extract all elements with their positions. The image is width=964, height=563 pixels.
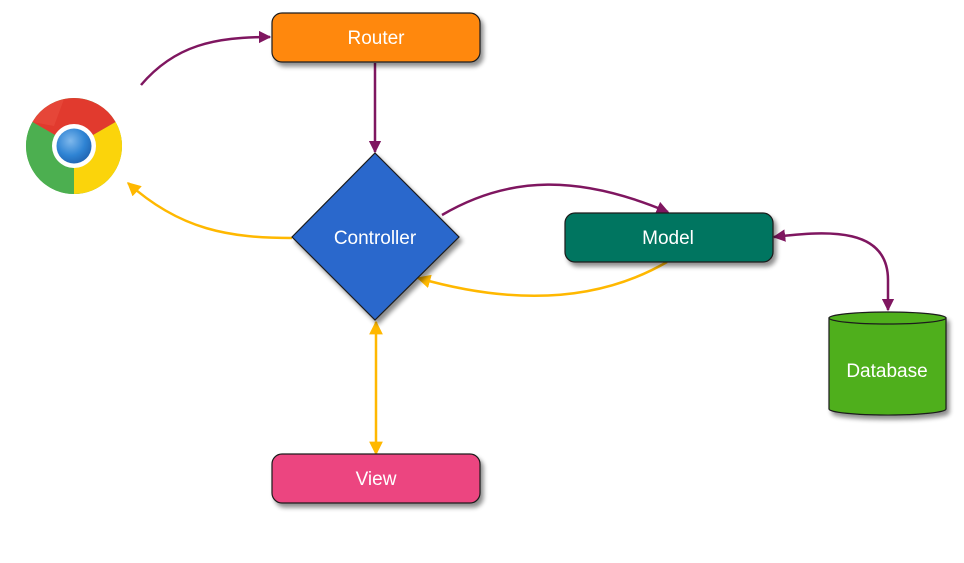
edge-model-to-controller xyxy=(416,260,668,297)
node-database xyxy=(828,311,947,416)
chrome-icon xyxy=(25,97,123,195)
node-browser xyxy=(25,97,123,195)
node-controller xyxy=(291,152,460,321)
edge-browser-to-router xyxy=(140,30,272,86)
node-database-label: Database xyxy=(846,361,927,382)
edge-controller-to-browser xyxy=(126,182,293,240)
node-model-label: Model xyxy=(642,228,694,249)
node-router xyxy=(271,12,481,63)
node-view xyxy=(271,453,481,504)
node-controller-label: Controller xyxy=(334,228,417,249)
edges xyxy=(126,30,895,456)
edge-model-database xyxy=(772,229,895,312)
edge-controller-to-model xyxy=(441,183,670,217)
node-view-label: View xyxy=(356,469,397,490)
node-router-label: Router xyxy=(347,28,405,49)
node-model xyxy=(564,212,774,263)
